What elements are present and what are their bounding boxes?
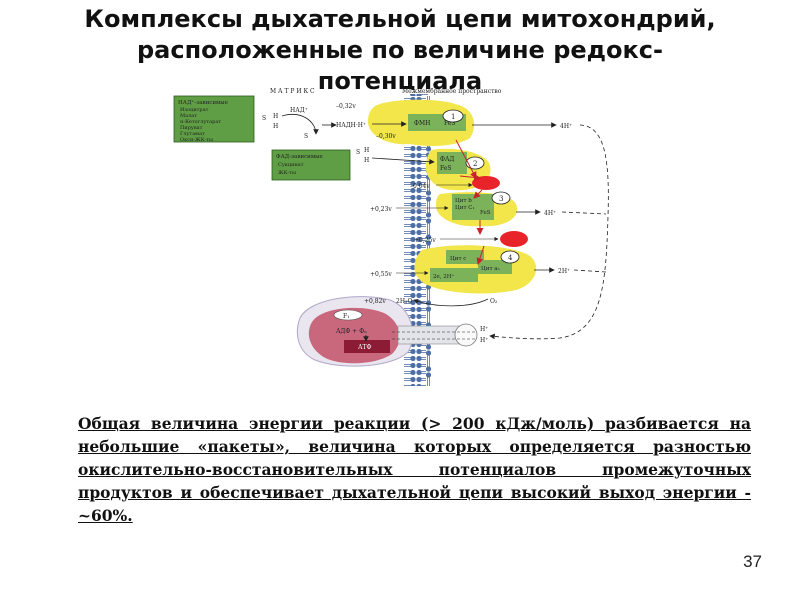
cyt-c1-label: Цит C₁	[455, 205, 475, 211]
proton-return-branch-1	[561, 211, 607, 215]
title-line-3: потенциала	[317, 67, 483, 90]
atp-box	[344, 340, 390, 353]
complex-4-core-a3	[478, 260, 512, 274]
cyt-c-label: Цит с	[450, 256, 466, 262]
nadh-label: НАДН·Н⁺	[336, 122, 366, 129]
potential-3: –0,04v	[410, 183, 430, 190]
atp-synthase-f0-ring	[454, 323, 478, 347]
fad-to-complex-2-arrow	[371, 157, 435, 165]
title-line-2: расположенные по величине редокс-	[137, 36, 663, 64]
fad-substrates-box	[271, 149, 351, 181]
atp-label: АТФ	[358, 344, 372, 351]
h-plus-label-2: Н⁺	[480, 337, 488, 344]
complex-3-fes-label: FeS	[480, 210, 491, 216]
substrate-s-label: S	[262, 115, 266, 122]
substrate-h-label-1: Н	[273, 113, 278, 120]
fmn-label: ФМН	[414, 120, 430, 127]
page-number: 37	[743, 552, 762, 571]
fad-box-line-2: Сукцинат	[278, 162, 304, 168]
electron-flow-1	[455, 139, 477, 179]
oxygen-label: О₂	[490, 298, 498, 305]
nad-box-line-4: α-Кетоглутарат	[180, 119, 221, 125]
substrate-h-label-2: Н	[273, 123, 278, 130]
complex-4-core-c	[446, 250, 484, 264]
complex-4-number-badge	[500, 250, 520, 264]
proton-gradient-return-path	[489, 124, 609, 340]
complex-2-number: 2	[473, 160, 477, 168]
fad-box-line-3: ЖК-ты	[278, 170, 296, 176]
respiratory-chain-diagram: М А Т Р И К С Межмембранное пространство…	[173, 88, 609, 386]
nad-reduction-arrow	[281, 114, 319, 135]
electron-flow-3	[473, 189, 483, 199]
potential-1: –0,32v	[336, 103, 356, 110]
f1-badge	[333, 309, 363, 321]
f1-label: F₁	[343, 313, 350, 320]
potential-5: +0,25v	[414, 237, 436, 244]
page-title: Комплексы дыхательной цепи митохондрий, …	[30, 4, 770, 90]
complex-4-number: 4	[508, 254, 513, 262]
water-label: 2Н₂О	[396, 298, 412, 305]
nad-plus-label: НАД⁺	[290, 107, 308, 114]
product-s-label: S	[304, 133, 308, 140]
cyt-b-label: Цит b	[455, 198, 472, 204]
fad-s-label: S	[356, 149, 360, 156]
complex-2-number-badge	[465, 156, 485, 170]
fes-label: FeS	[444, 120, 456, 127]
matrix-header: М А Т Р И К С	[270, 88, 315, 95]
potential-7: +0,82v	[364, 298, 386, 305]
oxygen-reduction-arrow	[413, 298, 489, 307]
body-text: Общая величина энергии реакции (> 200 кД…	[78, 414, 751, 525]
potential-4: +0,23v	[370, 206, 392, 213]
h-plus-label-1: Н⁺	[480, 326, 488, 333]
electron-flow-2	[459, 173, 481, 181]
nad-box-line-3: Малат	[180, 113, 197, 119]
nad-substrates-box	[173, 95, 255, 143]
complex-3-number-badge	[491, 191, 511, 205]
complex-1-number-badge	[442, 109, 464, 123]
proton-out-1: 4Н⁺	[560, 123, 572, 130]
complex-4-core-a	[430, 268, 478, 282]
potential-2: –0,30v	[376, 133, 396, 140]
title-line-1: Комплексы дыхательной цепи митохондрий,	[84, 5, 716, 33]
proton-return-branch-2	[573, 269, 607, 273]
fad-fes-label: FeS	[440, 165, 452, 172]
potential-6: +0,55v	[370, 271, 392, 278]
cytochrome-c-marker	[500, 231, 528, 247]
nad-box-line-5: Пируват	[180, 125, 203, 131]
complex-1-number: 1	[451, 113, 455, 121]
nad-substrates-list: НАД⁺-зависимые Изоцитрат Малат α-Кетоглу…	[178, 100, 228, 143]
nad-box-line-1: НАД⁺-зависимые	[178, 100, 228, 106]
cu-label: 2е, 2Н⁺	[433, 274, 455, 280]
fad-box-line-1: ФАД-зависимые	[276, 154, 323, 160]
complex-3-core	[452, 194, 494, 220]
electron-flow-5	[476, 245, 485, 265]
adp-label: АДФ + Фₙ	[336, 328, 367, 335]
complex-2-core	[437, 152, 467, 174]
fad-label: ФАД	[440, 156, 455, 163]
complex-3-number: 3	[499, 195, 503, 203]
nad-box-line-7: Окси-ЖК-ты	[180, 137, 213, 143]
fad-h-label-1: Н	[364, 147, 369, 154]
proton-out-2: 4Н⁺	[544, 210, 556, 217]
nad-box-line-2: Изоцитрат	[180, 107, 209, 113]
proton-out-3: 2Н⁺	[558, 268, 570, 275]
nad-box-line-6: Глутамат	[180, 131, 205, 137]
fad-h-label-2: Н	[364, 157, 369, 164]
cyt-a-label: Цит а₃	[481, 266, 500, 272]
intermembrane-header: Межмембранное пространство	[402, 88, 502, 95]
